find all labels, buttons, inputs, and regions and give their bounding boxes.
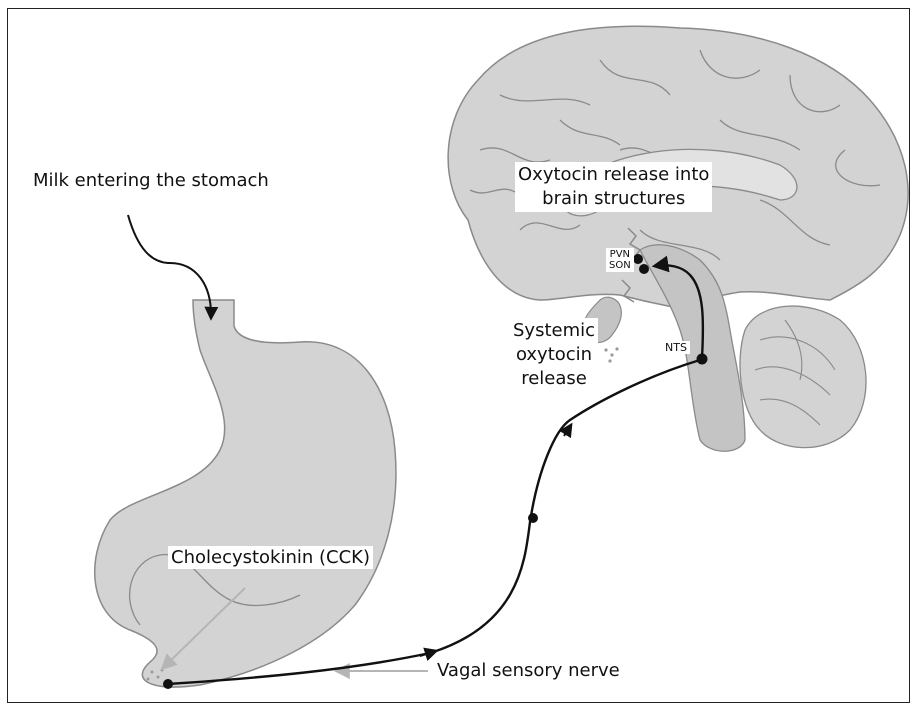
cck-label: Cholecystokinin (CCK) (168, 546, 373, 569)
nerve-direction-arrow-upper (564, 425, 571, 436)
nts-node (697, 354, 708, 365)
nts-label: NTS (662, 341, 690, 354)
stomach-shape (95, 300, 396, 687)
milk-label: Milk entering the stomach (33, 170, 269, 191)
cerebellum (740, 306, 866, 448)
oxytocin-brain-label: Oxytocin release into brain structures (515, 162, 712, 212)
stomach-illustration (95, 300, 396, 687)
son-node (639, 264, 649, 274)
pvn-son-label: PVN SON (606, 248, 634, 272)
vagal-nerve-label: Vagal sensory nerve (437, 660, 620, 681)
systemic-release-label: Systemic oxytocin release (510, 318, 598, 392)
pvn-node (633, 254, 643, 264)
mid-nerve-node (528, 513, 538, 523)
systemic-release-dots (604, 347, 618, 362)
stomach-nerve-node (163, 679, 173, 689)
